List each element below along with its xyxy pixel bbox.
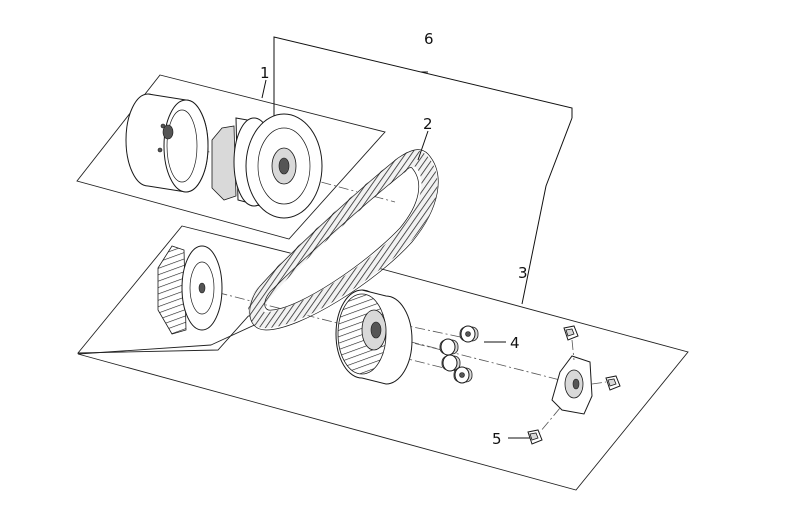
- callout-3: 3: [518, 264, 528, 282]
- clutch-bell: [125, 93, 209, 193]
- callout-4: 4: [510, 334, 520, 352]
- variator-assembly: [335, 289, 593, 415]
- panel-drive-face: [77, 225, 303, 354]
- drive-belt: [248, 149, 439, 331]
- roller: [453, 366, 473, 384]
- roller: [459, 325, 479, 343]
- driven-pulley-face: [211, 113, 323, 219]
- roller: [439, 338, 459, 356]
- roller-weights: [439, 325, 479, 384]
- callout-5: 5: [492, 430, 502, 448]
- slider-guide: [527, 429, 543, 445]
- drive-face: [157, 245, 223, 335]
- panel-driven-pulley: [76, 74, 386, 240]
- group-bracket-6: [273, 36, 573, 305]
- callout-1: 1: [260, 64, 270, 82]
- slider-guides: [527, 325, 621, 445]
- slider-guide: [563, 325, 579, 341]
- roller: [441, 354, 461, 372]
- slider-guide: [605, 375, 621, 391]
- callout-6: 6: [424, 30, 434, 48]
- driven-pulley-assembly: [125, 93, 323, 219]
- movable-drive-face: [335, 289, 413, 385]
- ramp-plate: [551, 355, 593, 415]
- callout-2: 2: [423, 115, 433, 133]
